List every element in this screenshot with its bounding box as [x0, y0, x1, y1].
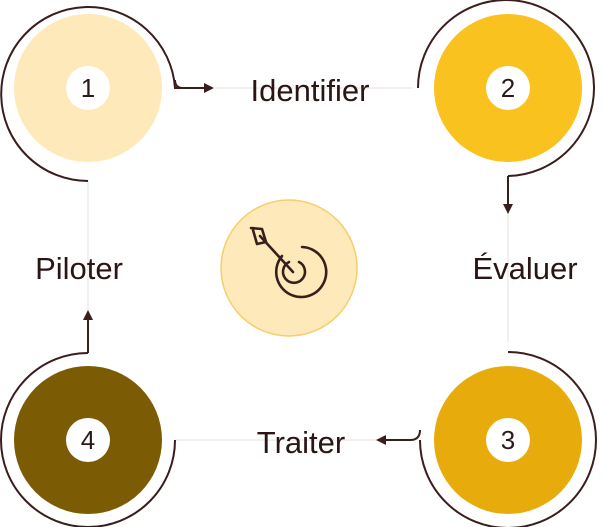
arrow-1-to-identifier	[174, 79, 214, 93]
step-1-label: Identifier	[251, 73, 370, 108]
step-4-number: 4	[81, 425, 95, 455]
step-4-node: 4	[0, 352, 176, 527]
step-4-label: Piloter	[35, 251, 123, 286]
step-3-label: Traiter	[257, 425, 345, 460]
arrow-3-to-traiter	[376, 429, 421, 445]
step-3-node: 3	[419, 351, 597, 527]
step-2-label: Évaluer	[472, 251, 577, 286]
step-1-node: 1	[0, 6, 181, 182]
step-2-node: 2	[417, 0, 595, 177]
step-2-outer-arc	[417, 0, 595, 177]
step-3-outer-arc	[419, 351, 597, 527]
step-2-number-badge	[486, 66, 530, 110]
step-2-number: 2	[501, 73, 515, 103]
step-1-number: 1	[81, 73, 95, 103]
flow-arrows	[83, 79, 513, 445]
step-1-number-badge	[66, 66, 110, 110]
step-3-number: 3	[501, 425, 515, 455]
center-badge	[220, 199, 358, 337]
step-3-number-badge	[486, 418, 530, 462]
step-4-number-badge	[66, 418, 110, 462]
target-icon	[249, 226, 328, 299]
step-1-outer-arc	[0, 6, 181, 182]
step-4-outer-arc	[0, 352, 176, 527]
